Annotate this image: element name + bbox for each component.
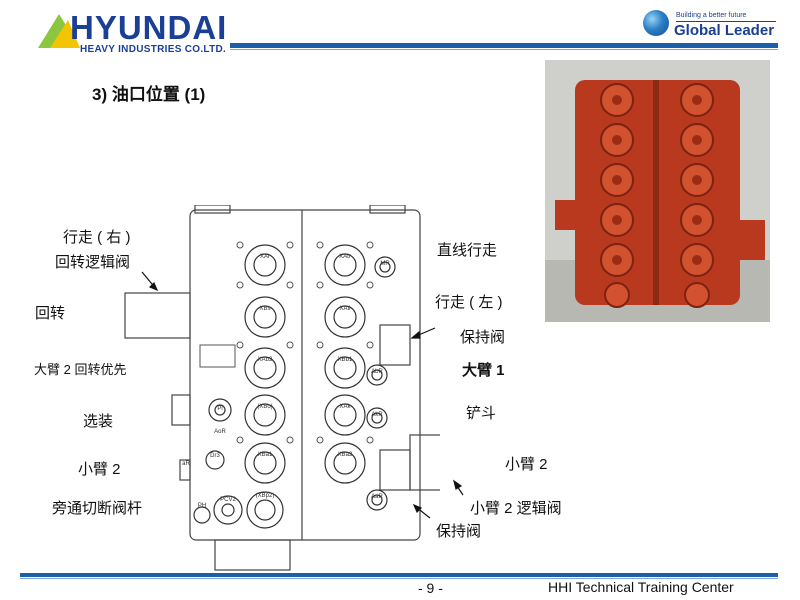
port-label: XAtl	[339, 306, 350, 312]
port-label: (XBo)	[257, 404, 272, 410]
footer-divider-thin	[20, 578, 778, 579]
label-travel-right: 行走 ( 右 )	[63, 229, 131, 246]
port-label: Dr3	[210, 453, 220, 459]
label-travel-left: 行走 ( 左 )	[435, 294, 503, 311]
label-arm2-right: 小臂 2	[505, 456, 548, 473]
port-label: AaR	[371, 494, 383, 500]
label-swing: 回转	[35, 305, 66, 322]
port-label: AkR	[371, 412, 383, 418]
slogan: Global Leader	[674, 22, 775, 39]
control-valve-diagram: XAr XBs XAb2 (XBo) Pi AoR Dr3 XBa1 PH PC…	[124, 205, 440, 571]
footer-divider	[20, 573, 778, 577]
brand-subtitle: HEAVY INDUSTRIES CO.LTD.	[80, 44, 227, 55]
port-label: XAtr	[339, 254, 351, 260]
label-arm2-logic-valve: 小臂 2 逻辑阀	[470, 500, 562, 517]
brand-name: HYUNDAI	[70, 9, 228, 46]
port-label: XBa1	[258, 452, 273, 458]
page-title: 3) 油口位置 (1)	[92, 85, 206, 104]
port-label: (XBp2)	[256, 493, 275, 499]
port-label: PH	[198, 503, 206, 509]
label-swing-logic-valve: 回转逻辑阀	[55, 254, 131, 271]
valve-photo	[545, 60, 770, 322]
port-label: XAb2	[258, 357, 273, 363]
label-boom1: 大臂 1	[462, 362, 505, 379]
port-label: PCV2	[220, 497, 236, 503]
page-number: - 9 -	[418, 580, 443, 596]
port-label: XBs	[259, 306, 270, 312]
label-straight-travel: 直线行走	[437, 242, 498, 259]
tagline: Building a better future	[676, 12, 747, 19]
tagline-underline	[676, 21, 776, 22]
hyundai-logo-icon	[38, 14, 80, 48]
port-label: XAk	[339, 404, 351, 410]
label-holding-valve-top: 保持阀	[460, 329, 506, 346]
header-divider	[230, 43, 778, 48]
label-boom2-swing-priority: 大臂 2 回转优先	[34, 362, 127, 377]
globe-icon	[643, 10, 669, 36]
port-label: XBb1	[338, 357, 353, 363]
port-label: aR	[182, 461, 190, 467]
port-label: MR	[380, 261, 390, 267]
port-label: AbR	[371, 369, 383, 375]
footer-training-center: HHI Technical Training Center	[548, 579, 734, 595]
port-label: AoR	[214, 429, 226, 435]
label-holding-valve-bottom: 保持阀	[436, 523, 482, 540]
header-divider-thin	[230, 49, 778, 50]
port-label: XAr	[260, 254, 270, 260]
label-option: 选装	[83, 413, 114, 430]
label-bypass-cut-spool: 旁通切断阀杆	[52, 500, 143, 517]
port-label: Pi	[217, 406, 222, 412]
port-label: XBa2	[338, 452, 353, 458]
label-arm2-left: 小臂 2	[78, 461, 121, 478]
label-bucket: 铲斗	[466, 405, 497, 422]
